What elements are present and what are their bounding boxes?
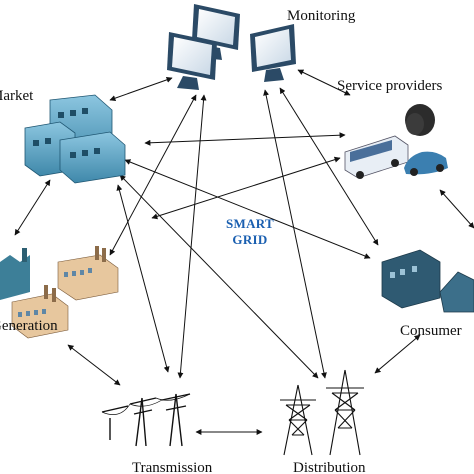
transmission-towers-icon	[101, 393, 191, 447]
generation-label: Generation	[0, 318, 58, 334]
arrow-market-generation	[14, 179, 51, 236]
smart-grid-title-line1: SMART	[226, 216, 274, 231]
market-label: Market	[0, 88, 34, 104]
connection-arrows	[14, 69, 474, 435]
arrow-service-consumer	[439, 189, 474, 229]
arrow-service-transmission	[151, 156, 341, 220]
arrow-market-service	[144, 132, 346, 146]
car-icon	[404, 151, 448, 176]
arrow-market-monitoring	[109, 76, 173, 102]
transmission-label: Transmission	[132, 460, 213, 474]
factory-front-icon	[11, 285, 69, 339]
factory-back-icon	[57, 246, 119, 301]
arrow-monitoring-transmission	[177, 94, 207, 379]
service-providers-label: Service providers	[337, 78, 443, 94]
generation-factories-icon	[0, 246, 119, 339]
consumer-houses-icon	[381, 249, 474, 313]
distribution-towers-icon	[280, 369, 364, 456]
monitoring-label: Monitoring	[287, 8, 356, 24]
consumer-label: Consumer	[400, 323, 462, 339]
person-head-icon	[405, 104, 435, 136]
factory-small-icon	[0, 248, 30, 300]
smart-grid-title: SMART GRID	[215, 216, 285, 249]
distribution-label: Distribution	[293, 460, 366, 474]
bus-icon	[344, 135, 409, 179]
monitoring-monitors-icon	[167, 4, 296, 90]
arrow-market-transmission	[116, 184, 170, 373]
arrow-distribution-consumer	[374, 334, 421, 374]
service-providers-icon	[344, 104, 448, 179]
arrow-generation-transmission	[67, 344, 121, 386]
smart-grid-title-line2: GRID	[232, 232, 268, 248]
arrow-market-distribution	[119, 174, 319, 379]
market-buildings-icon	[24, 94, 126, 184]
